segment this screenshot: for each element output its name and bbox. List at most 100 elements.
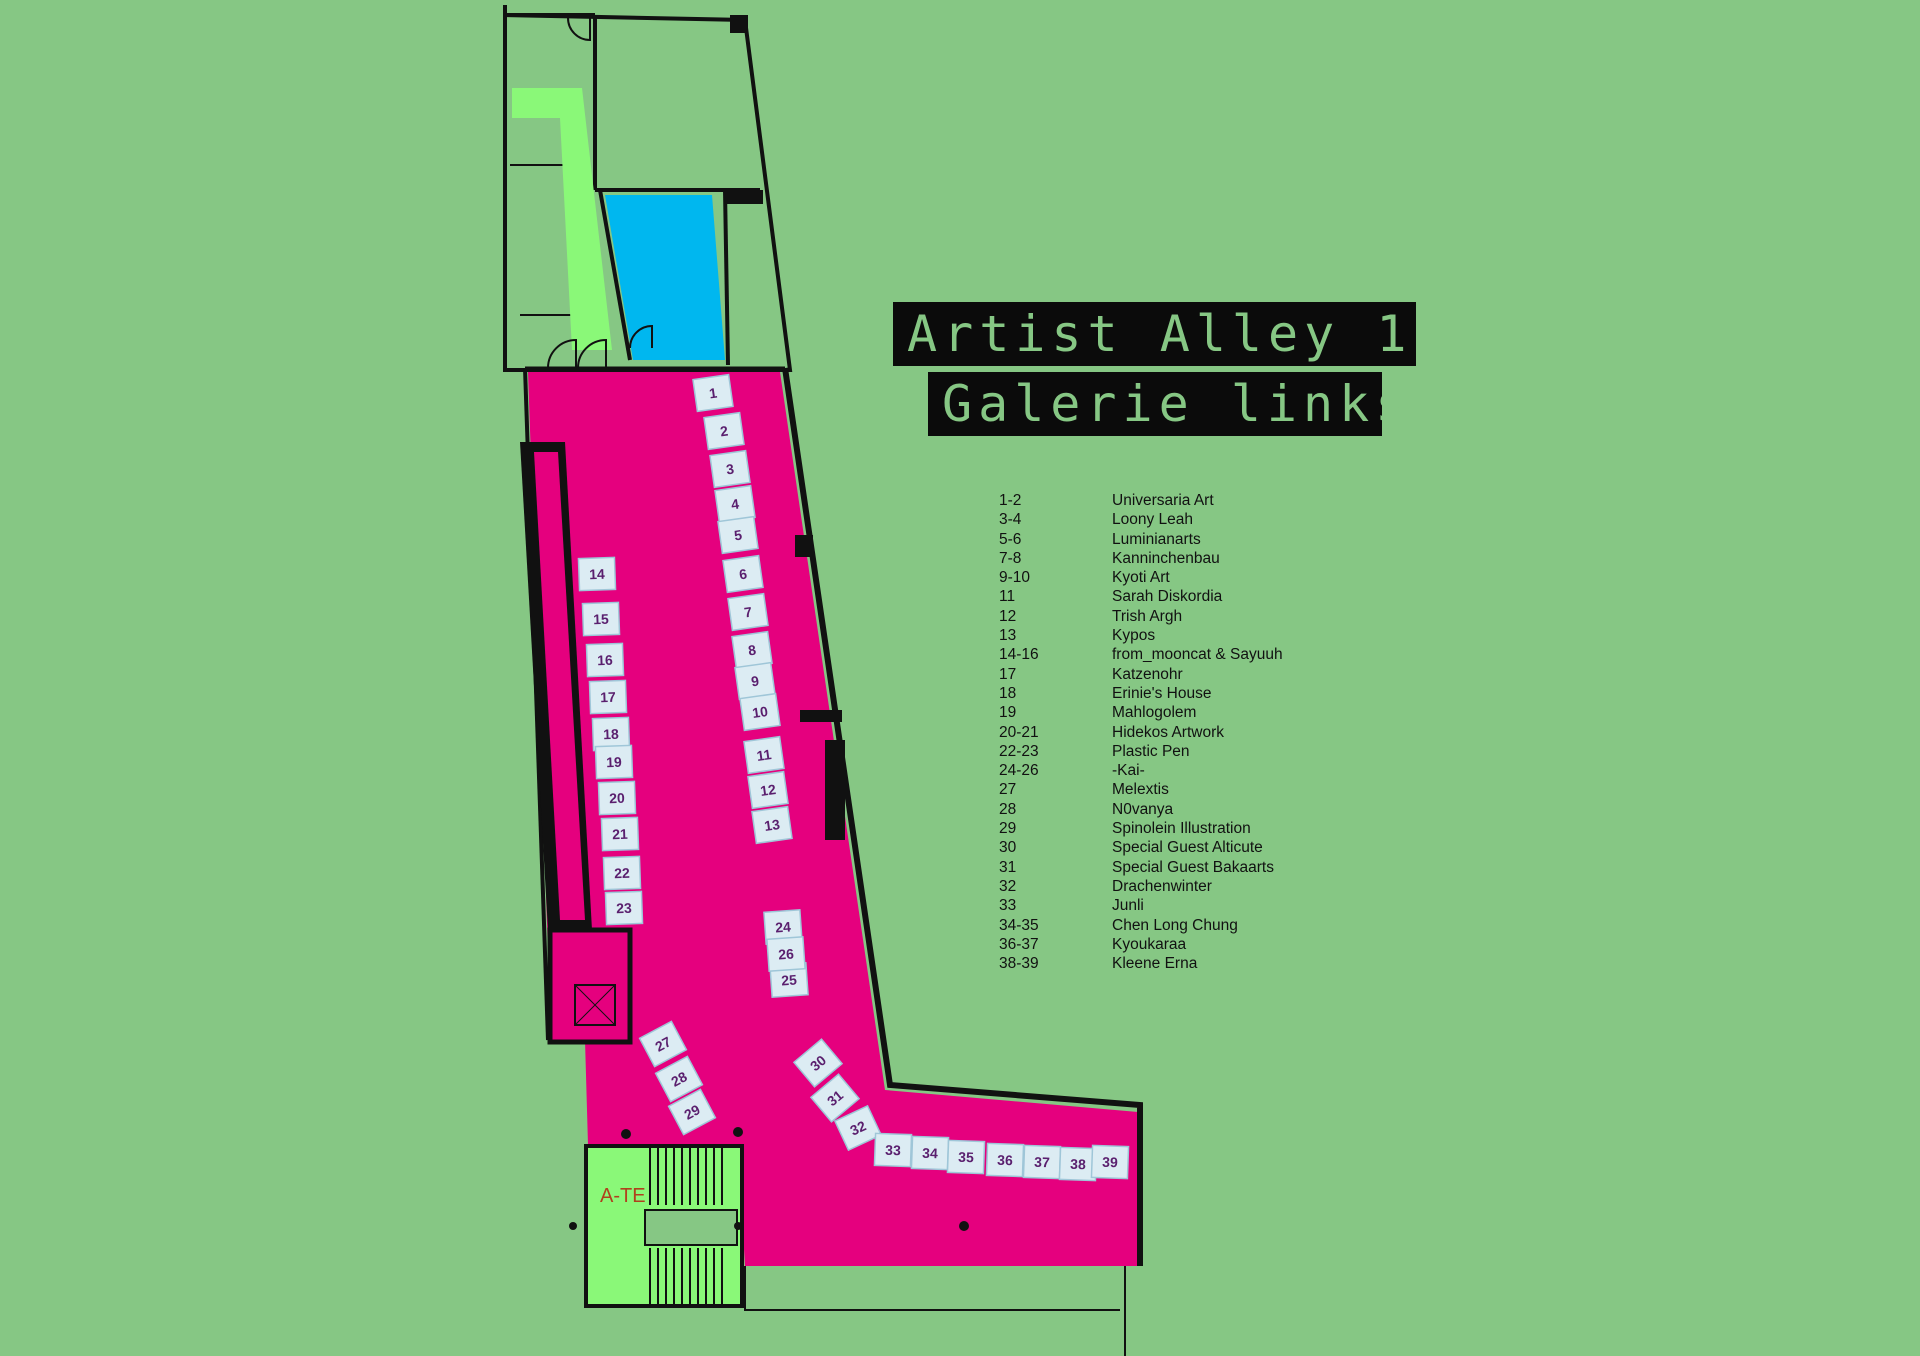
booth-number: 25 <box>781 971 798 988</box>
pillar <box>795 535 813 557</box>
legend-booth-range: 17 <box>999 665 1017 683</box>
booth-number: 15 <box>593 611 609 628</box>
booth-number: 12 <box>759 781 777 799</box>
booth-table: 13 <box>751 805 793 845</box>
booth-number: 13 <box>763 816 781 834</box>
legend-booth-range: 1-2 <box>999 492 1022 509</box>
booth-number: 4 <box>730 496 740 513</box>
stairs-icon <box>649 1148 723 1304</box>
booth-number: 26 <box>778 945 795 962</box>
elevator <box>547 927 633 1045</box>
booth-table: 14 <box>577 556 617 592</box>
booth-table: 31 <box>809 1073 861 1123</box>
legend-artist-name: Erinie's House <box>1112 684 1212 702</box>
map-title-line-1: Artist Alley 1 <box>893 302 1416 366</box>
legend-booth-range: 34-35 <box>999 916 1039 934</box>
legend-artist-name: from_mooncat & Sayuuh <box>1112 646 1283 664</box>
booth-table: 24 <box>763 908 803 946</box>
legend-booth-range: 31 <box>999 858 1017 876</box>
legend-booth-range: 36-37 <box>999 935 1039 953</box>
legend-booth-range: 24-26 <box>999 762 1039 780</box>
pillar-dots <box>569 1127 969 1231</box>
booth-table: 1 <box>692 373 734 413</box>
booth-number: 5 <box>733 527 743 544</box>
booth-number: 16 <box>597 652 613 669</box>
booth-table: 33 <box>873 1132 913 1168</box>
booth-table: 21 <box>600 816 640 852</box>
booth-number: 3 <box>725 461 735 478</box>
booth-table: 20 <box>597 780 637 816</box>
booth-number: 6 <box>738 566 748 583</box>
booth-table: 25 <box>769 961 809 999</box>
booth-number: 9 <box>750 673 760 690</box>
booth-table: 37 <box>1022 1144 1062 1180</box>
booth-number: 8 <box>747 642 757 659</box>
booth-table: 7 <box>727 592 769 632</box>
corridor <box>512 88 612 350</box>
booth-table: 19 <box>594 744 634 780</box>
legend-booth-range: 3-4 <box>999 511 1022 529</box>
legend-artist-name: Junli <box>1112 897 1144 915</box>
legend-artist-name: Universaria Art <box>1112 492 1214 509</box>
booth-number: 37 <box>1034 1154 1050 1171</box>
legend-booth-range: 7-8 <box>999 549 1022 567</box>
legend-booth-range: 30 <box>999 839 1017 857</box>
legend-booth-range: 19 <box>999 704 1017 722</box>
booth-table: 6 <box>722 554 764 594</box>
booth-number: 18 <box>603 726 619 743</box>
booth-number: 29 <box>681 1101 702 1123</box>
upper-rooms <box>503 5 793 372</box>
booth-table: 12 <box>747 770 789 810</box>
booth-number: 27 <box>652 1033 673 1055</box>
booth-table: 35 <box>946 1139 986 1175</box>
booth-table: 27 <box>638 1020 688 1068</box>
legend-booth-range: 13 <box>999 627 1017 645</box>
booth-table: 23 <box>604 890 644 926</box>
legend-artist-name: Kanninchenbau <box>1112 549 1220 567</box>
legend-artist-name: Spinolein Illustration <box>1112 820 1251 838</box>
booth-table: 30 <box>792 1038 844 1088</box>
legend-booth-range: 38-39 <box>999 955 1039 973</box>
elevator-icon <box>574 984 616 1026</box>
water-room <box>605 195 725 360</box>
door-icon <box>629 324 653 349</box>
legend-artist-name: Kypos <box>1112 627 1156 645</box>
booth-number: 7 <box>743 604 753 621</box>
booth-number: 14 <box>589 566 605 583</box>
booth-table: 39 <box>1090 1144 1130 1180</box>
booth-table: 15 <box>581 601 621 637</box>
legend-artist-name: Special Guest Alticute <box>1112 839 1263 857</box>
booth-table: 10 <box>739 692 781 732</box>
booth-table: 36 <box>985 1142 1025 1178</box>
booth-number: 17 <box>600 689 616 706</box>
booth-number: 20 <box>609 790 625 807</box>
legend-booth-range: 22-23 <box>999 742 1039 760</box>
legend-booth-range: 28 <box>999 800 1017 818</box>
booth-number: 10 <box>751 703 769 721</box>
legend-booth-range: 27 <box>999 781 1017 799</box>
legend-artist-name: Loony Leah <box>1112 511 1194 529</box>
pillar <box>800 710 842 722</box>
door-icon <box>567 17 591 42</box>
booth-number: 21 <box>612 826 628 843</box>
booth-number: 22 <box>614 865 630 882</box>
legend-artist-name: Drachenwinter <box>1112 877 1212 895</box>
legend-artist-name: Kleene Erna <box>1112 955 1198 973</box>
legend-artist-name: -Kai- <box>1112 762 1145 780</box>
room-label: A-TE <box>600 1185 646 1207</box>
booth-number: 38 <box>1070 1156 1086 1173</box>
legend-booth-range: 12 <box>999 607 1017 625</box>
booth-table: 3 <box>709 449 751 489</box>
booth-table: 38 <box>1058 1146 1098 1182</box>
booth-table: 22 <box>602 855 642 891</box>
booth-table: 2 <box>703 411 745 451</box>
legend-artist-name: Special Guest Bakaarts <box>1112 858 1274 876</box>
legend-booth-range: 14-16 <box>999 646 1039 664</box>
booth-number: 24 <box>775 918 792 935</box>
booth-table: 11 <box>743 735 785 775</box>
legend-booth-range: 18 <box>999 684 1017 702</box>
pillar <box>730 15 748 33</box>
booth-number: 28 <box>668 1068 689 1090</box>
door-icon <box>577 338 607 369</box>
